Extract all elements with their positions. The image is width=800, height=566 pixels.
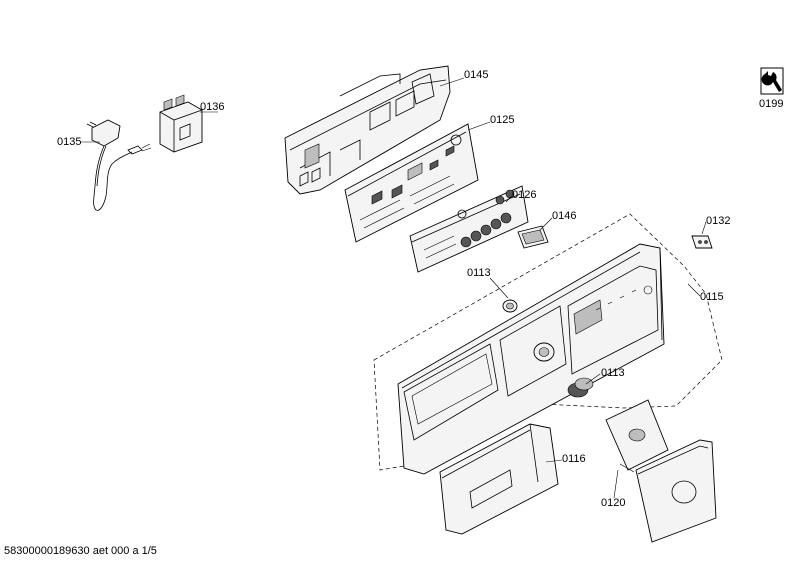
label-0116: 0116	[562, 453, 586, 465]
label-0145: 0145	[464, 69, 488, 81]
bracket-part	[691, 235, 713, 249]
power-module-part	[344, 123, 479, 243]
label-0199: 0199	[759, 98, 783, 110]
label-0132: 0132	[706, 215, 730, 227]
label-0115: 0115	[700, 291, 724, 303]
knob-part	[567, 377, 594, 398]
label-0113-top: 0113	[467, 267, 491, 279]
service-tool-icon	[760, 67, 784, 95]
label-0135: 0135	[57, 136, 81, 148]
encoder-cluster	[460, 189, 515, 248]
interference-filter-part	[159, 94, 203, 153]
label-0146: 0146	[552, 210, 576, 222]
module-holder-part	[284, 65, 451, 195]
power-cord-part	[86, 119, 152, 211]
control-module-part	[409, 185, 529, 273]
label-0136: 0136	[200, 101, 224, 113]
cover-plate-part	[605, 399, 717, 543]
label-0126: 0126	[512, 189, 536, 201]
label-0113-knob: 0113	[601, 367, 625, 379]
label-0125: 0125	[490, 114, 514, 126]
light-pipe-part	[502, 299, 518, 313]
fascia-panel-part	[397, 243, 665, 475]
dispenser-handle-part	[439, 423, 559, 535]
document-footer: 58300000189630 aet 000 a 1/5	[4, 545, 157, 557]
display-part	[517, 225, 549, 249]
label-0120: 0120	[601, 497, 625, 509]
